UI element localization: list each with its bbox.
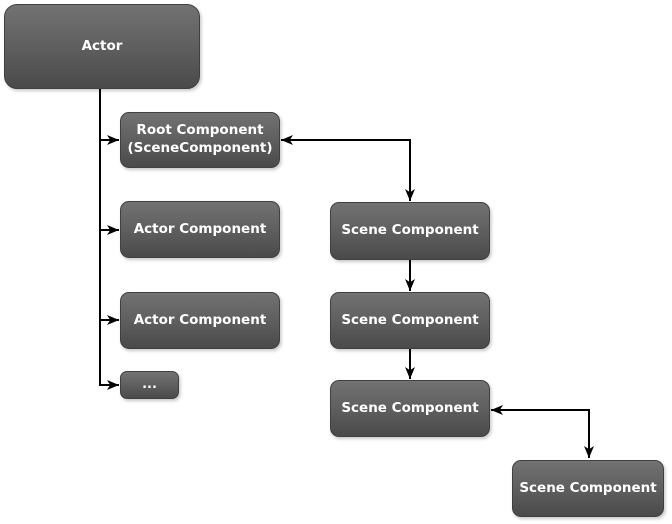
node-scene-component-4: Scene Component	[512, 460, 664, 517]
node-actor-component-2: Actor Component	[120, 292, 280, 349]
node-scene-component-3: Scene Component	[330, 380, 490, 437]
edge-root-component-scene-component-1	[281, 135, 415, 201]
edge-scene-component-3-scene-component-4	[491, 405, 594, 458]
edge-actor-to-more	[99, 89, 119, 390]
node-root-component: Root Component (SceneComponent)	[120, 112, 280, 168]
node-actor-component-1: Actor Component	[120, 201, 280, 258]
node-actor: Actor	[4, 4, 200, 89]
node-scene-component-2: Scene Component	[330, 292, 490, 349]
node-scene-component-1: Scene Component	[330, 202, 490, 260]
node-more-ellipsis: ...	[120, 371, 179, 399]
